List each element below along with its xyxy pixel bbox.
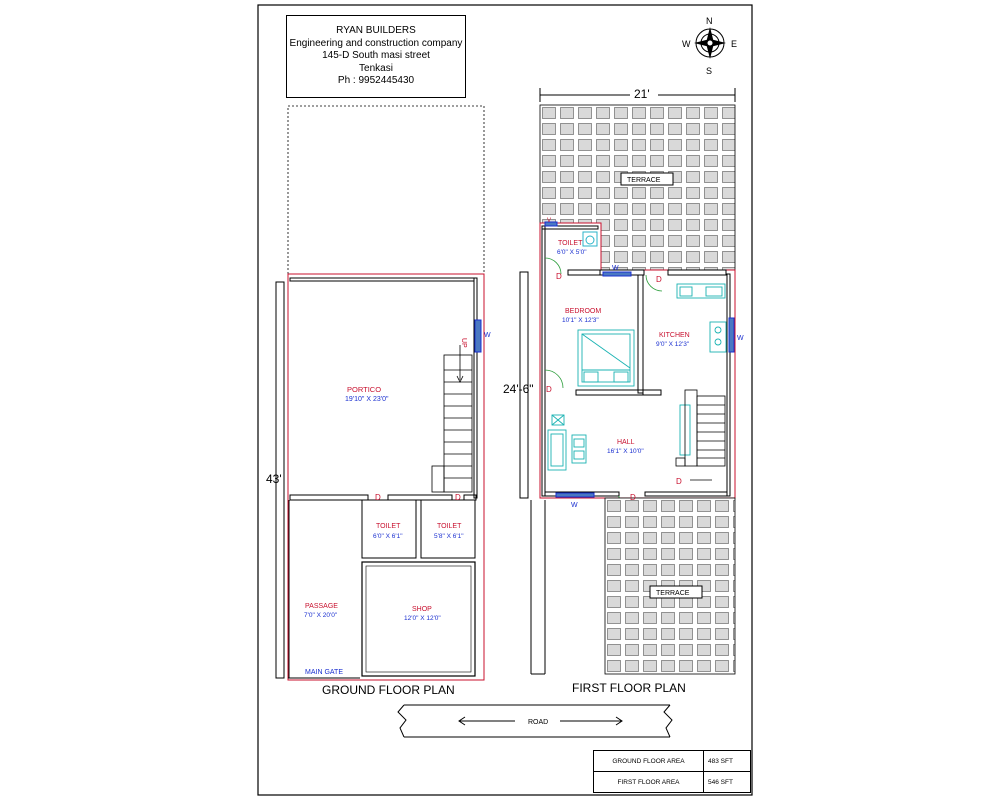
main-gate-label: MAIN GATE <box>305 669 343 676</box>
stair-up-label: UP <box>460 338 467 348</box>
first-door-mark-stair: D <box>676 477 682 486</box>
compass-e: E <box>731 39 737 49</box>
first-door-mark-toilet: D <box>556 272 562 281</box>
shop-size: 12'0" X 12'0" <box>404 615 441 622</box>
ground-toilet-1-size: 6'0" X 6'1" <box>373 533 403 540</box>
area-label-first: FIRST FLOOR AREA <box>593 771 704 793</box>
shop-label: SHOP <box>412 606 432 613</box>
kitchen-size: 9'0" X 12'3" <box>656 341 690 348</box>
first-width-dimension: 21' <box>634 87 650 101</box>
first-door-mark-bedroom: D <box>546 385 552 394</box>
terrace-bottom-label: TERRACE <box>656 590 690 597</box>
first-depth-dimension: 24'-6" <box>503 382 534 396</box>
compass-rose-icon <box>694 27 726 59</box>
area-row-ground: GROUND FLOOR AREA 483 SFT <box>593 750 751 772</box>
kitchen-label: KITCHEN <box>659 332 690 339</box>
first-window-mark-kitchen: W <box>737 335 744 342</box>
ground-floor-plan <box>275 105 485 681</box>
company-phone: Ph : 9952445430 <box>337 75 415 86</box>
area-row-first: FIRST FLOOR AREA 546 SFT <box>593 771 751 793</box>
first-floor-plan <box>519 88 736 675</box>
terrace-top-label: TERRACE <box>627 177 661 184</box>
area-value-ground: 483 SFT <box>703 750 751 772</box>
first-door-mark-entry: D <box>630 493 636 502</box>
ground-depth-dimension: 43' <box>266 472 282 486</box>
first-toilet-label: TOILET <box>558 240 583 247</box>
company-address-line-1: 145-D South masi street <box>322 50 430 61</box>
ground-door-mark-1: D <box>375 493 381 502</box>
first-toilet-size: 6'0" X 5'0" <box>557 249 587 256</box>
area-value-first: 546 SFT <box>703 771 751 793</box>
road-label: ROAD <box>528 719 548 726</box>
passage-label: PASSAGE <box>305 603 338 610</box>
ground-toilet-2-label: TOILET <box>437 523 462 530</box>
company-name: RYAN BUILDERS <box>336 25 416 36</box>
ground-toilet-2-size: 5'8" X 6'1" <box>434 533 464 540</box>
ground-door-mark-2: D <box>455 493 461 502</box>
first-window-mark-hall: W <box>571 502 578 509</box>
road-graphic <box>397 704 673 738</box>
first-door-mark-kitchen: D <box>656 275 662 284</box>
area-label-ground: GROUND FLOOR AREA <box>593 750 704 772</box>
terrace-bottom-box <box>649 585 703 599</box>
hall-size: 16'1" X 10'0" <box>607 448 644 455</box>
first-window-mark-toilet: W <box>612 265 619 272</box>
ground-window-mark: W <box>484 332 491 339</box>
sheet-border <box>257 4 753 796</box>
company-tagline: Engineering and construction company <box>289 37 463 49</box>
area-table: GROUND FLOOR AREA 483 SFT FIRST FLOOR AR… <box>593 750 751 793</box>
bedroom-label: BEDROOM <box>565 308 601 315</box>
company-address-line-2: Tenkasi <box>359 62 393 74</box>
first-floor-caption: FIRST FLOOR PLAN <box>572 681 686 695</box>
company-title-block: RYAN BUILDERS Engineering and constructi… <box>286 15 466 98</box>
passage-size: 7'0" X 20'0" <box>304 612 338 619</box>
compass-w: W <box>682 39 691 49</box>
ground-floor-caption: GROUND FLOOR PLAN <box>322 683 455 697</box>
portico-size: 19'10" X 23'0" <box>345 396 389 403</box>
hall-label: HALL <box>617 439 635 446</box>
terrace-top-box <box>620 172 674 186</box>
bedroom-size: 10'1" X 12'3" <box>562 317 599 324</box>
ground-toilet-1-label: TOILET <box>376 523 401 530</box>
first-vent-mark: V <box>547 218 551 224</box>
portico-label: PORTICO <box>347 385 381 394</box>
compass-s: S <box>706 66 712 76</box>
compass-n: N <box>706 16 713 26</box>
